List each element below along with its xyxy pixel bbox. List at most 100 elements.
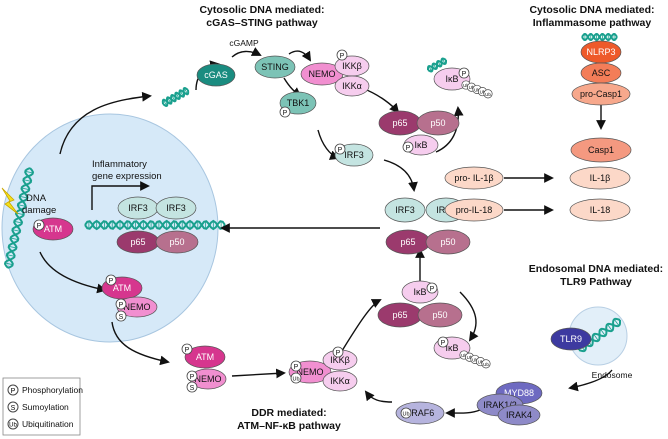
ub-badge: Ub: [400, 407, 412, 419]
svg-text:P: P: [190, 374, 195, 381]
svg-text:P: P: [109, 278, 114, 285]
svg-text:P: P: [283, 110, 288, 117]
s-badge: S: [115, 310, 127, 322]
protein-label-irak12: IRAK1/2: [483, 400, 517, 410]
protein-ikka: IKKα: [322, 370, 358, 392]
ddr-title-line2: ATM–NF-κB pathway: [237, 420, 341, 432]
protein-label-ikb: IκB: [413, 287, 426, 297]
p-badge: P: [290, 360, 302, 372]
protein-label-pro-il18: pro-IL-18: [456, 205, 493, 215]
protein-label-atm: ATM: [113, 283, 131, 293]
p-badge: P: [105, 274, 117, 286]
tlr9-title-line1: Endosomal DNA mediated:: [529, 263, 663, 275]
protein-p65: p65: [116, 230, 160, 254]
inflammasome-title-line1: Cytosolic DNA mediated:: [529, 4, 654, 16]
protein-label-ikka: IKKα: [342, 81, 362, 91]
protein-label-tbk1: TBK1: [287, 98, 310, 108]
svg-text:P: P: [294, 364, 299, 371]
protein-label-p50: p50: [432, 310, 447, 320]
protein-p65: p65: [385, 229, 431, 255]
protein-tlr9: TLR9: [550, 327, 592, 351]
svg-text:S: S: [190, 385, 195, 392]
protein-label-asc: ASC: [592, 68, 611, 78]
inflammasome-title-line2: Inflammasome pathway: [533, 17, 652, 29]
protein-label-ikb: IκB: [414, 140, 427, 150]
dna-strands: [3, 32, 621, 353]
legend-ub-symbol: [7, 418, 19, 430]
protein-sting: STING: [254, 55, 296, 79]
tlr9-title-line2: TLR9 Pathway: [560, 276, 632, 288]
svg-text:P: P: [119, 302, 124, 309]
svg-text:Ub: Ub: [461, 353, 467, 358]
protein-label-nemo: NEMO: [195, 374, 222, 384]
protein-label-ikkb: IKKβ: [342, 61, 362, 71]
protein-il1b: IL-1β: [569, 166, 631, 190]
legend: P Phosphorylation S Sumoylation Ub Ubiqu…: [2, 377, 83, 436]
protein-irf3: IRF3: [384, 197, 426, 223]
svg-text:S: S: [119, 314, 124, 321]
dna-inflammasome: [581, 32, 618, 42]
dna-cytosolic: [161, 86, 190, 108]
protein-label-irf3: IRF3: [166, 203, 186, 213]
protein-nlrp3: NLRP3: [580, 40, 622, 64]
ddr-title-line1: DDR mediated:: [251, 407, 326, 419]
svg-text:P: P: [441, 340, 446, 347]
p-badge: P: [33, 219, 45, 231]
protein-label-nemo: NEMO: [297, 367, 324, 377]
protein-p50: p50: [417, 302, 463, 328]
protein-label-il1b: IL-1β: [590, 173, 611, 183]
protein-ikka: IKKα: [334, 75, 370, 97]
protein-label-irak4: IRAK4: [506, 410, 532, 420]
protein-p50: p50: [416, 110, 460, 136]
cgas-title-line2: cGAS–STING pathway: [206, 17, 318, 29]
protein-label-nemo: NEMO: [309, 69, 336, 79]
protein-label-nemo: NEMO: [124, 302, 151, 312]
protein-label-p65: p65: [392, 310, 407, 320]
svg-text:P: P: [406, 145, 411, 152]
p-badge: P: [332, 346, 344, 358]
legend-p-letter: P: [11, 388, 16, 395]
legend-s-symbol: [7, 401, 19, 413]
p-badge: P: [115, 298, 127, 310]
protein-label-p65: p65: [400, 237, 415, 247]
protein-label-p65: p65: [392, 118, 407, 128]
legend-ub-letter: Ub: [9, 423, 17, 429]
inflammatory-label-line2: gene expression: [92, 171, 162, 182]
svg-text:Ub: Ub: [478, 360, 484, 365]
protein-traf6: TRAF6: [395, 401, 445, 425]
protein-p65: p65: [377, 302, 423, 328]
protein-asc: ASC: [580, 62, 622, 84]
cgas-title-line1: Cytosolic DNA mediated:: [199, 4, 324, 16]
svg-text:Ub: Ub: [467, 355, 473, 360]
s-badge: S: [186, 381, 198, 393]
protein-label-ikka: IKKα: [330, 376, 350, 386]
p-badge: P: [334, 143, 346, 155]
protein-label-pro-casp1: pro-Casp1: [580, 89, 622, 99]
p-badge: P: [437, 336, 449, 348]
protein-irak4: IRAK4: [497, 404, 541, 426]
svg-text:P: P: [37, 223, 42, 230]
dna-damage-label-line1: DNA: [26, 193, 47, 204]
legend-sumoylation: Sumoylation: [22, 402, 69, 412]
svg-text:P: P: [185, 347, 190, 354]
ub-badge: Ub: [290, 372, 302, 384]
lightning-icon: [1, 187, 19, 215]
dna-nuclear: [84, 219, 226, 231]
dna-damage-label-line2: damage: [22, 205, 56, 216]
svg-text:P: P: [462, 71, 467, 78]
protein-label-irf3: IRF3: [128, 203, 148, 213]
cgamp-label: cGAMP: [229, 38, 259, 48]
p-badge: P: [426, 282, 438, 294]
p-badge: P: [336, 49, 348, 61]
protein-label-ikb: IκB: [445, 74, 458, 84]
svg-text:Ub: Ub: [474, 87, 480, 92]
protein-label-nlrp3: NLRP3: [586, 47, 615, 57]
protein-label-pro-il1b: pro- IL-1β: [454, 173, 493, 183]
p-badge: P: [458, 67, 470, 79]
protein-cgas: cGAS: [196, 63, 236, 87]
svg-text:Ub: Ub: [292, 376, 299, 382]
protein-label-atm: ATM: [44, 224, 62, 234]
svg-text:P: P: [336, 350, 341, 357]
